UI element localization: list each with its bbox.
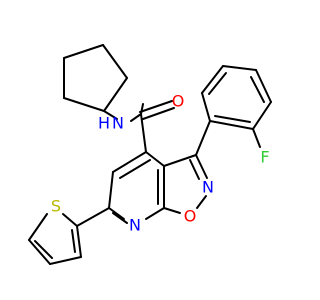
bond — [63, 44, 104, 59]
molecule-structure: N H O N O N S F — [28, 44, 272, 265]
bond — [71, 229, 76, 253]
bond — [34, 240, 53, 259]
isoxazole-ring — [163, 154, 208, 214]
bond — [76, 207, 110, 227]
amide-group — [103, 100, 175, 153]
bond — [49, 256, 82, 265]
bond — [201, 65, 224, 94]
bond — [250, 76, 265, 103]
bond — [196, 195, 207, 209]
bond — [252, 128, 261, 148]
bond — [255, 69, 272, 103]
bond — [28, 213, 48, 241]
bond — [201, 92, 211, 122]
bond — [76, 225, 82, 258]
thiophene-sulfur-label: S — [51, 197, 61, 216]
bond — [112, 212, 128, 224]
bond — [130, 113, 142, 122]
thiophene-ring — [28, 207, 110, 265]
fluorophenyl-ring — [195, 65, 272, 156]
bond — [139, 100, 173, 113]
bond — [195, 120, 211, 156]
bond — [208, 72, 227, 95]
bond — [222, 65, 257, 71]
bond — [28, 239, 51, 265]
bond — [214, 115, 251, 123]
bond — [62, 213, 78, 227]
bond — [163, 154, 197, 167]
structure-canvas: N H O N O N S F — [28, 44, 272, 265]
bond — [63, 97, 105, 112]
cyclopentyl-ring — [63, 44, 128, 112]
atom-labels: N H O N O N S F — [51, 92, 270, 235]
bond — [145, 207, 165, 220]
bond — [112, 151, 147, 173]
fluorine-label: F — [260, 148, 269, 167]
amide-hydrogen-label: H — [98, 114, 110, 133]
bond — [108, 207, 125, 220]
bond — [189, 159, 200, 180]
isoxazole-nitrogen-label: N — [202, 178, 214, 197]
bond — [209, 120, 254, 130]
bond — [195, 154, 208, 179]
bond — [102, 44, 128, 79]
isoxazole-oxygen-label: O — [184, 207, 197, 226]
bond — [108, 171, 114, 209]
bond — [145, 151, 165, 167]
carbonyl-oxygen-label: O — [172, 92, 185, 111]
bond — [142, 107, 175, 120]
bond — [119, 159, 151, 179]
bond — [140, 113, 147, 153]
pyridine-nitrogen-label: N — [129, 216, 141, 235]
pyridine-ring — [108, 151, 165, 224]
bond — [103, 110, 118, 120]
amide-nitrogen-label: N — [112, 114, 124, 133]
bond — [103, 77, 128, 112]
bond — [163, 207, 181, 214]
bond — [252, 101, 272, 130]
